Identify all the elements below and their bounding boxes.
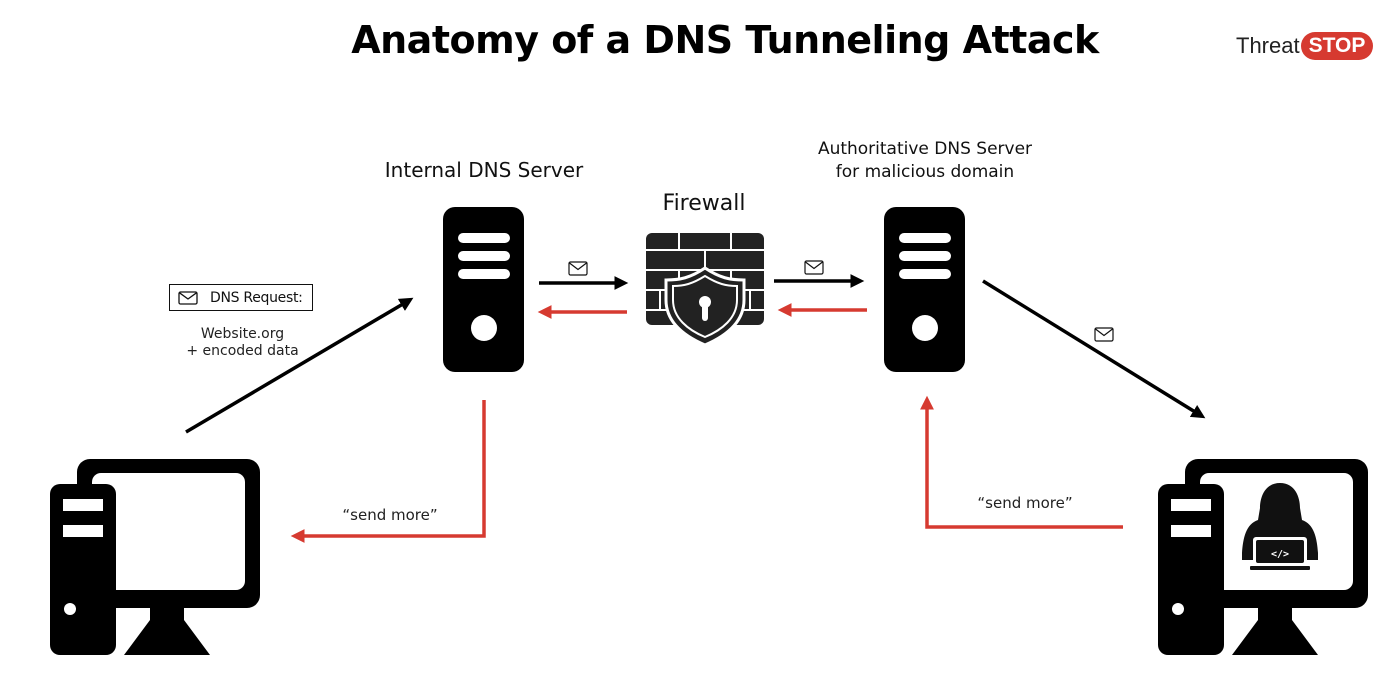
diagram-title: Anatomy of a DNS Tunneling Attack: [351, 18, 1099, 62]
authoritative-dns-label-line1: Authoritative DNS Server: [817, 139, 1033, 159]
authoritative-dns-server-icon: [884, 207, 965, 372]
dns-request-domain: Website.org: [200, 326, 285, 342]
internal-dns-server-icon: [443, 207, 524, 372]
hacker-icon: </>: [1242, 483, 1318, 570]
victim-computer-icon: [50, 459, 260, 655]
send-more-right-label: “send more”: [977, 494, 1073, 512]
dns-request-payload: + encoded data: [186, 343, 299, 359]
firewall-icon: [646, 233, 764, 347]
response-arrow-internal-to-victim: [290, 400, 486, 543]
request-arrow-victim-to-internal: [185, 297, 414, 434]
envelope-icon: [568, 261, 588, 276]
authoritative-dns-label-line2: for malicious domain: [835, 162, 1015, 182]
envelope-icon: [804, 260, 824, 275]
dns-request-label: DNS Request:: [210, 289, 303, 306]
dns-request-details: Website.org + encoded data: [170, 326, 315, 360]
attacker-computer-icon: </>: [1158, 459, 1368, 655]
authoritative-dns-label: Authoritative DNS Server for malicious d…: [790, 138, 1060, 184]
dns-request-box: DNS Request:: [169, 284, 313, 311]
response-arrow-attacker-to-authoritative: [920, 395, 1123, 529]
firewall-label: Firewall: [662, 191, 746, 216]
logo-text-threat: Threat: [1236, 33, 1300, 58]
send-more-left-label: “send more”: [342, 506, 438, 524]
logo-text-stop: STOP: [1300, 32, 1374, 60]
request-arrow-authoritative-to-attacker: [982, 279, 1206, 419]
svg-text:</>: </>: [1271, 549, 1289, 560]
internal-dns-label: Internal DNS Server: [384, 158, 584, 182]
threatstop-logo: Threat STOP: [1236, 30, 1374, 62]
envelope-icon: [178, 290, 198, 305]
envelope-icon: [1094, 327, 1114, 342]
